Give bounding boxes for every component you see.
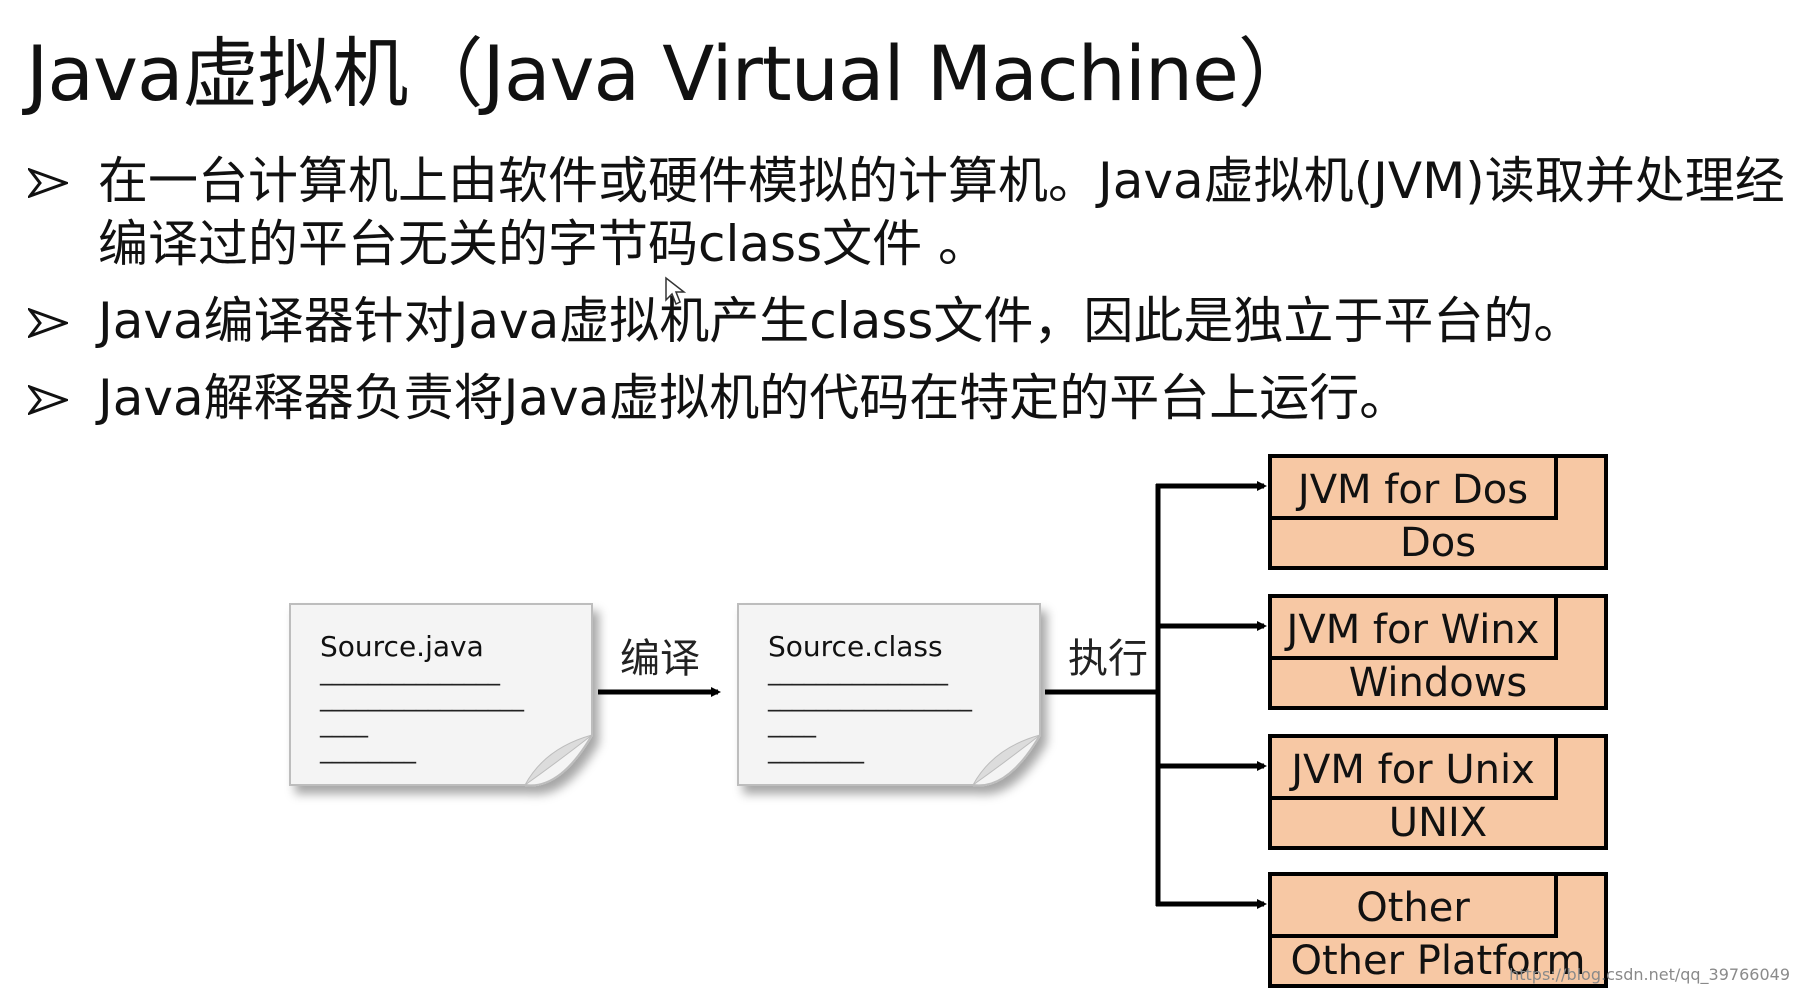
jvm-label: Other [1356,885,1470,931]
bullet-item: Java解释器负责将Java虚拟机的代码在特定的平台上运行。 [28,367,1808,430]
mouse-cursor-icon [665,276,686,306]
os-label: Dos [1400,520,1476,566]
source-java-document: Source.java _______________ ____________… [289,603,593,787]
slide-title: Java虚拟机（Java Virtual Machine） [26,29,1314,118]
jvm-label: JVM for Unix [1288,747,1535,793]
platform-box-windows: JVM for Winx Windows [1268,594,1608,710]
bullet-list: 在一台计算机上由软件或硬件模拟的计算机。Java虚拟机(JVM)读取并处理经编译… [28,150,1808,444]
document-line: _______________ [767,658,949,686]
document-line: _________________ [319,684,525,712]
jvm-label: JVM for Dos [1295,467,1528,513]
os-label: Other Platform [1291,938,1586,984]
bullet-text: Java编译器针对Java虚拟机产生class文件，因此是独立于平台的。 [98,292,1584,350]
document-line: _________________ [767,684,973,712]
jvm-label: JVM for Winx [1284,607,1540,653]
document-line: ________ [319,736,417,764]
document-line: _______________ [319,658,501,686]
document-line: ________ [767,736,865,764]
arrow-bullet-icon [28,308,68,338]
platform-box-dos: JVM for Dos Dos [1268,454,1608,570]
document-line: ____ [319,710,369,738]
os-label: Windows [1349,660,1528,706]
source-class-document: Source.class _______________ ___________… [737,603,1041,787]
bullet-text: Java解释器负责将Java虚拟机的代码在特定的平台上运行。 [98,369,1410,427]
execute-label: 执行 [1068,636,1148,682]
source-java-label: Source.java [320,630,484,663]
arrow-bullet-icon [28,385,68,415]
bullet-item: Java编译器针对Java虚拟机产生class文件，因此是独立于平台的。 [28,290,1808,353]
document-line: ____ [767,710,817,738]
compile-label: 编译 [620,636,700,682]
os-label: UNIX [1389,800,1487,846]
bullet-text: 在一台计算机上由软件或硬件模拟的计算机。Java虚拟机(JVM)读取并处理经编译… [98,152,1785,273]
bullet-item: 在一台计算机上由软件或硬件模拟的计算机。Java虚拟机(JVM)读取并处理经编译… [28,150,1808,276]
watermark-url: https://blog.csdn.net/qq_39766049 [1509,965,1790,984]
platform-box-unix: JVM for Unix UNIX [1268,734,1608,850]
source-class-label: Source.class [768,630,943,663]
arrow-bullet-icon [28,168,68,198]
platform-box-other: Other Other Platform [1268,872,1608,988]
